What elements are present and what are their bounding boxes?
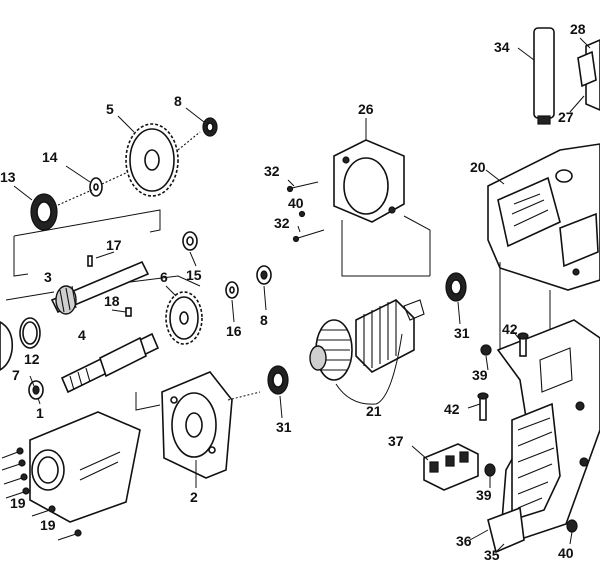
callout-19-b: 19 [40, 517, 56, 533]
callout-4: 4 [78, 327, 86, 343]
callout-31-upper: 31 [454, 325, 470, 341]
callout-2: 2 [190, 489, 198, 505]
part-40-screws-right [566, 401, 589, 533]
callout-15: 15 [186, 267, 202, 283]
part-12-retaining-ring [19, 317, 41, 349]
part-31-bearing-lower [267, 365, 289, 395]
part-8-bearing-top [202, 117, 218, 137]
callout-13: 13 [0, 169, 16, 185]
part-15-washer [182, 231, 198, 251]
callout-21: 21 [366, 403, 382, 419]
part-19-screws [1, 447, 82, 541]
part-37-switch [423, 443, 479, 491]
callout-12: 12 [24, 351, 40, 367]
callout-32-a: 32 [264, 163, 280, 179]
callout-labels: 1 2 3 4 5 6 7 8 8 12 13 14 15 16 17 18 1… [0, 21, 586, 563]
part-8-bearing-right [256, 265, 272, 285]
part-26-field-housing [333, 139, 405, 223]
callout-6: 6 [160, 269, 168, 285]
callout-28: 28 [570, 21, 586, 37]
part-35-cord-clamp [487, 506, 525, 554]
part-4-spindle [60, 332, 160, 394]
partial-cover-left-edge [0, 321, 14, 371]
callout-8-top: 8 [174, 93, 182, 109]
callout-40-right: 40 [558, 545, 574, 561]
part-13-ball-bearing [30, 193, 58, 231]
part-3-pinion-shaft [50, 260, 150, 315]
part-18-key [125, 307, 132, 317]
part-14-washer [89, 177, 103, 197]
part-6-medium-gear [165, 291, 203, 345]
callout-1: 1 [36, 405, 44, 421]
callout-42-b: 42 [444, 401, 460, 417]
callout-8-right: 8 [260, 312, 268, 328]
part-2-gear-case [161, 371, 233, 479]
part-7-washer [28, 380, 44, 400]
callout-39-a: 39 [472, 367, 488, 383]
part-5-large-gear [125, 123, 179, 197]
part-20-motor-housing [487, 143, 600, 291]
callout-14: 14 [42, 149, 58, 165]
callout-32-b: 32 [274, 215, 290, 231]
callout-16: 16 [226, 323, 242, 339]
callout-27: 27 [558, 109, 574, 125]
callout-18: 18 [104, 293, 120, 309]
callout-34: 34 [494, 39, 510, 55]
callout-35: 35 [484, 547, 500, 563]
callout-36: 36 [456, 533, 472, 549]
part-39-nuts [480, 344, 496, 477]
callout-19-a: 19 [10, 495, 26, 511]
callout-39-b: 39 [476, 487, 492, 503]
part-42-screws [477, 332, 529, 421]
part-16-washer [225, 281, 239, 299]
callout-26: 26 [358, 101, 374, 117]
callout-20: 20 [470, 159, 486, 175]
part-27-28-bracket [577, 39, 600, 111]
callout-40-center: 40 [288, 195, 304, 211]
callout-leaders [13, 37, 591, 553]
callout-37: 37 [388, 433, 404, 449]
part-34-side-handle [533, 27, 555, 125]
callout-3: 3 [44, 269, 52, 285]
part-21-armature [309, 299, 425, 381]
part-31-bearing-upper [445, 272, 467, 302]
callout-7: 7 [12, 367, 20, 383]
callout-31-lower: 31 [276, 419, 292, 435]
part-36-handle-shell [496, 319, 600, 548]
part-40-screw-center [298, 210, 306, 218]
part-17-pin [87, 255, 93, 267]
part-32-screws [286, 181, 325, 243]
callout-17: 17 [106, 237, 122, 253]
callout-5: 5 [106, 101, 114, 117]
part-1-gear-housing [29, 411, 141, 523]
